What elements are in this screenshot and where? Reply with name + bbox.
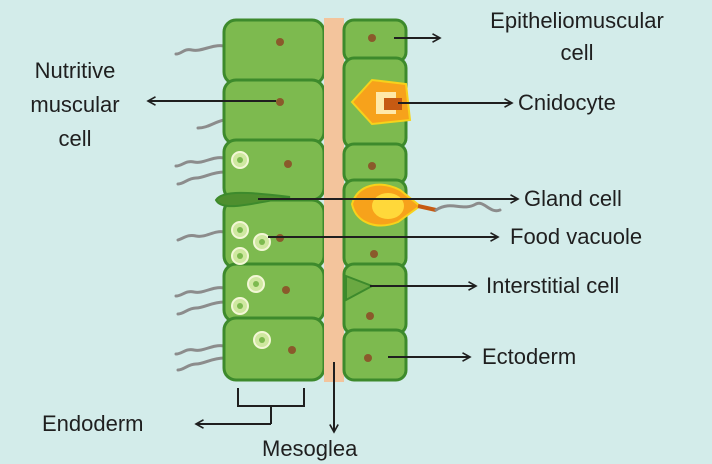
label-epitheliomuscular-cell: Epitheliomuscular cell <box>452 8 702 66</box>
label-line: cell <box>10 126 140 152</box>
label-mesoglea: Mesoglea <box>262 436 357 462</box>
flagella-group <box>176 46 224 370</box>
flagellum-icon <box>176 288 224 296</box>
flagellum-icon <box>178 302 224 314</box>
label-ectoderm: Ectoderm <box>482 344 576 370</box>
cnidocyte-capsule-icon <box>352 185 500 226</box>
label-endoderm: Endoderm <box>42 411 144 437</box>
ectoderm-cell <box>344 330 406 380</box>
endoderm-cell <box>224 20 324 84</box>
nucleus <box>366 312 374 320</box>
nucleus <box>288 346 296 354</box>
label-line: muscular <box>10 92 140 118</box>
flagellum-icon <box>178 358 224 370</box>
nucleus <box>364 354 372 362</box>
flagellum-icon <box>176 46 224 54</box>
label-gland-cell: Gland cell <box>524 186 622 212</box>
nucleus <box>284 160 292 168</box>
label-nutritive-muscular-cell: Nutritive muscular cell <box>10 58 140 152</box>
endoderm-cell <box>224 318 324 380</box>
nucleus <box>276 98 284 106</box>
flagellum-icon <box>178 172 224 184</box>
food-vacuole-icon <box>232 152 248 168</box>
nucleus <box>368 162 376 170</box>
label-food-vacuole: Food vacuole <box>510 224 642 250</box>
flagellum-icon <box>178 232 224 240</box>
nucleus <box>370 250 378 258</box>
endoderm-cell <box>224 140 324 200</box>
ectoderm-cell <box>344 264 406 334</box>
food-vacuole-icon <box>232 248 248 264</box>
food-vacuole-icon <box>232 222 248 238</box>
flagellum-icon <box>176 346 224 354</box>
food-vacuole-icon <box>248 276 264 292</box>
label-line: Nutritive <box>10 58 140 84</box>
endoderm-cell <box>224 80 324 144</box>
label-line: cell <box>452 40 702 66</box>
endoderm-bracket <box>238 388 304 406</box>
food-vacuole-icon <box>254 234 270 250</box>
flagellum-icon <box>176 158 224 166</box>
flagellum-icon <box>198 120 224 128</box>
nucleus <box>368 34 376 42</box>
food-vacuole-icon <box>232 298 248 314</box>
nucleus <box>282 286 290 294</box>
label-line: Epitheliomuscular <box>452 8 702 34</box>
food-vacuole-icon <box>254 332 270 348</box>
label-cnidocyte: Cnidocyte <box>518 90 616 116</box>
label-interstitial-cell: Interstitial cell <box>486 273 619 299</box>
ectoderm-cell <box>344 20 406 62</box>
nucleus <box>276 38 284 46</box>
